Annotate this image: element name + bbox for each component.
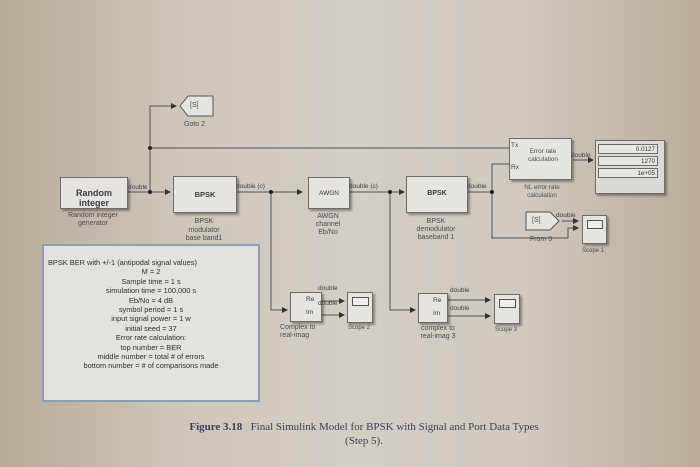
c2-label-2: real-imag — [280, 332, 310, 339]
c2-re-type: double — [318, 285, 338, 292]
from-tag: [S] — [532, 217, 541, 224]
from-out-type: double — [556, 212, 576, 219]
port-tx: Tx — [511, 142, 519, 149]
goto-block-shape — [179, 95, 214, 117]
random-integer-block[interactable]: Random integer — [60, 177, 128, 209]
scope3-label: Scope 3 — [494, 327, 518, 333]
note-line: Sample time = 1 s — [121, 276, 181, 286]
c3-label-1: complex to — [421, 325, 455, 332]
display-comparisons: 1e+05 — [598, 168, 658, 178]
scope-screen-icon — [587, 220, 603, 229]
complex-to-real-imag-block[interactable]: Re Im — [290, 292, 322, 322]
awgn-channel-block[interactable]: AWGN — [308, 177, 350, 209]
c2-label-1: Complex to — [280, 324, 316, 331]
display-block[interactable]: 0.0127 1270 1e+05 — [595, 140, 665, 194]
caption-line2: (Step 5). — [345, 435, 383, 447]
c3-label-2: real-imag 3 — [420, 333, 456, 340]
random-title-2: integer — [78, 198, 109, 208]
note-line: simulation time = 100,000 s — [105, 286, 197, 296]
wire-to-complex3 — [389, 192, 416, 313]
note-line: bottom number = # of comparisons made — [83, 361, 219, 371]
note-line: initial seed = 37 — [125, 323, 177, 333]
scope3-block[interactable] — [494, 294, 520, 324]
scope1-label: Scope 1 — [581, 248, 605, 254]
annotation-note: BPSK BER with +/-1 (antipodal signal val… — [42, 244, 260, 402]
modulator-title: BPSK — [194, 190, 216, 199]
display-ber: 0.0127 — [598, 144, 658, 154]
from-label: From 3 — [529, 236, 553, 243]
junction-dot — [148, 146, 152, 150]
note-line: Error rate calculation: — [115, 333, 187, 343]
c2-im-type: double — [318, 300, 338, 307]
figure-caption: Figure 3.18 Final Simulink Model for BPS… — [144, 420, 584, 448]
junction-dot — [388, 190, 392, 194]
re-port: Re — [433, 297, 442, 304]
scope-screen-icon — [352, 297, 369, 306]
random-label-1: Random integer — [68, 212, 118, 219]
scope2-label: Scope 2 — [347, 325, 371, 331]
awgn-label-2: channel — [315, 221, 341, 228]
demodulator-title: BPSK — [427, 190, 447, 197]
goto-tag: [S] — [190, 102, 199, 109]
error-label-1: NL error rate — [524, 184, 560, 191]
port-rx: Rx — [511, 164, 519, 171]
note-line: top number = BER — [120, 342, 182, 352]
note-line: middle number = total # of errors — [97, 352, 205, 362]
wire-to-goto — [149, 103, 177, 192]
from-block-shape — [525, 211, 560, 231]
wire-to-scope1 — [491, 192, 579, 239]
complex-to-real-imag-3-block[interactable]: Re Im — [418, 293, 448, 323]
note-line: input signal power = 1 w — [111, 314, 191, 324]
random-out-type: double — [128, 184, 148, 191]
demodulator-label-1: BPSK — [426, 218, 446, 225]
scope1-block[interactable] — [582, 215, 607, 244]
caption-text: Final Simulink Model for BPSK with Signa… — [250, 421, 539, 433]
figure-number: Figure 3.18 — [189, 421, 243, 433]
error-out-type: double — [571, 152, 591, 159]
note-line: symbol period = 1 s — [118, 305, 184, 315]
display-errors: 1270 — [598, 156, 658, 166]
modulator-label-1: BPSK — [194, 218, 214, 225]
im-port: Im — [306, 309, 314, 316]
modulator-label-3: base band1 — [185, 235, 223, 242]
note-line: M = 2 — [141, 267, 161, 277]
scope-screen-icon — [499, 299, 516, 308]
random-label-2: generator — [78, 220, 108, 227]
note-line: BPSK BER with +/-1 (antipodal signal val… — [48, 258, 197, 267]
demodulator-label-3: baseband 1 — [417, 234, 455, 241]
scope2-block[interactable] — [347, 292, 373, 323]
demodulator-label-2: demodulator — [416, 226, 456, 233]
awgn-label-1: AWGN — [317, 213, 339, 220]
error-title-1: Error rate — [529, 148, 557, 155]
junction-dot — [490, 190, 494, 194]
bpsk-modulator-block[interactable]: BPSK — [173, 176, 237, 213]
wire-to-complex2 — [270, 192, 288, 313]
c3-re-type: double — [450, 287, 470, 294]
modulator-out-type: double (c) — [236, 183, 265, 190]
junction-dot — [148, 190, 152, 194]
bpsk-demodulator-block[interactable]: BPSK — [406, 176, 468, 213]
random-title-1: Random — [76, 188, 112, 198]
error-rate-block[interactable]: Tx Rx Error rate calculation — [509, 138, 572, 180]
re-port: Re — [306, 296, 315, 303]
awgn-out-type: double (c) — [349, 183, 378, 190]
error-label-2: calculation — [527, 192, 557, 199]
junction-dot — [269, 190, 273, 194]
awgn-label-3: Eb/No — [318, 229, 338, 236]
im-port: Im — [433, 310, 441, 317]
error-title-2: calculation — [528, 156, 558, 163]
c3-im-type: double — [450, 305, 470, 312]
goto-label: Goto 2 — [184, 121, 206, 128]
note-line: Eb/No = 4 dB — [128, 295, 174, 305]
modulator-label-2: modulator — [188, 227, 220, 234]
demodulator-out-type: double — [467, 183, 487, 190]
awgn-title: AWGN — [319, 190, 339, 197]
